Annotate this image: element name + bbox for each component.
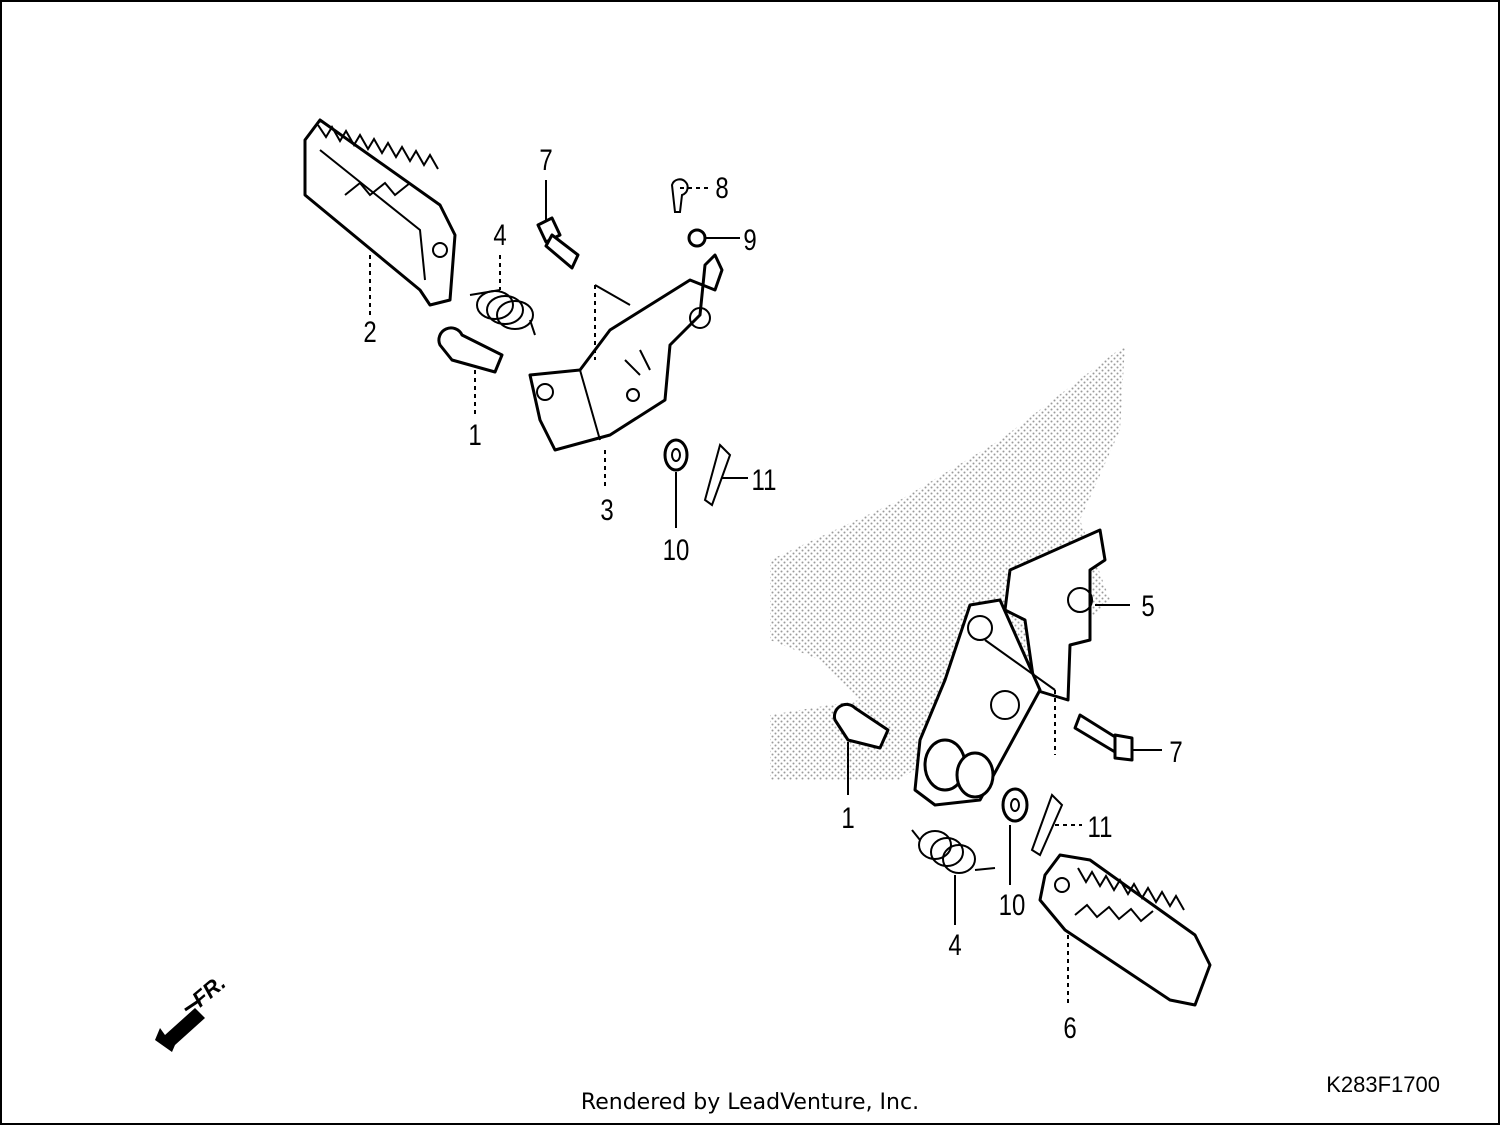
callout-11-right: 11 (1088, 809, 1113, 843)
left-clip (670, 178, 689, 213)
left-washer (663, 438, 689, 472)
callout-9: 9 (743, 222, 756, 256)
callout-1-left: 1 (468, 417, 481, 451)
callout-10-left: 10 (663, 532, 690, 566)
callout-2: 2 (363, 314, 376, 348)
callout-8: 8 (715, 170, 728, 204)
callout-3: 3 (600, 492, 613, 526)
right-bracket (913, 528, 1107, 807)
left-bracket (528, 253, 724, 452)
diagram-code: K283F1700 (1326, 1072, 1440, 1097)
right-cotter-pin (1030, 793, 1064, 857)
render-credit: Rendered by LeadVenture, Inc. (580, 1090, 920, 1115)
callout-11-left: 11 (752, 462, 777, 496)
left-spring (469, 289, 536, 336)
callout-6: 6 (1063, 1010, 1076, 1044)
left-pin (437, 326, 504, 374)
right-bolt (1073, 713, 1134, 762)
callout-10-right: 10 (999, 887, 1026, 921)
right-washer (1001, 787, 1029, 823)
left-nut (687, 228, 707, 248)
callout-7-right: 7 (1169, 734, 1182, 768)
left-cotter-pin (703, 443, 732, 507)
left-bolt (536, 216, 580, 270)
right-footpeg (1038, 853, 1212, 1007)
callout-4-right: 4 (948, 927, 961, 961)
callout-4-left: 4 (493, 217, 506, 251)
front-direction-arrow: FR. (155, 970, 230, 1052)
right-spring (911, 829, 996, 874)
left-footpeg (303, 118, 457, 307)
right-pin (832, 702, 890, 750)
callout-1-right: 1 (841, 800, 854, 834)
callout-5: 5 (1141, 588, 1154, 622)
callout-7-left: 7 (539, 142, 552, 176)
